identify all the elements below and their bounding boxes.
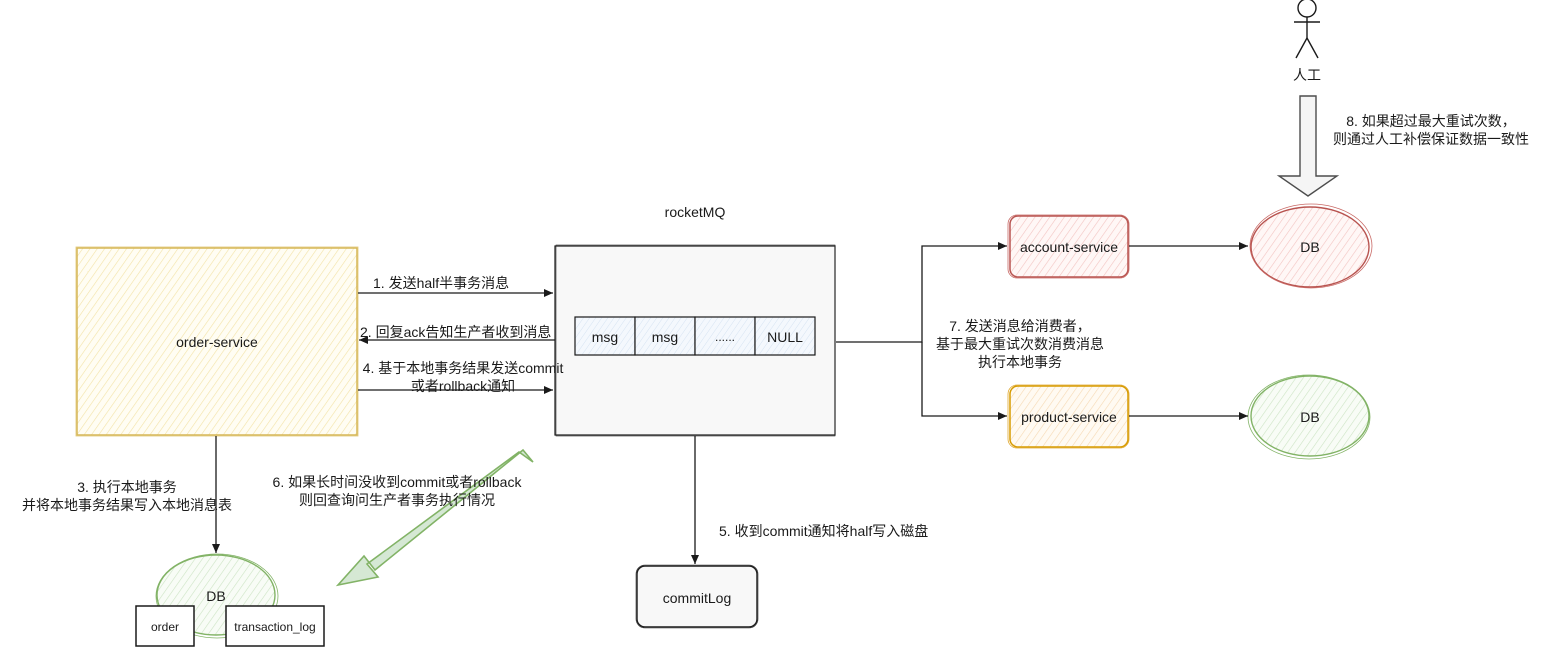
- check-back-arrow: [335, 448, 534, 587]
- connector-lines: [212, 242, 1248, 564]
- product-db-node[interactable]: [1247, 374, 1371, 460]
- arrow-to-product: [921, 342, 1007, 420]
- actor-label: 人工: [1293, 67, 1321, 83]
- step8-label: 8. 如果超过最大重试次数， 则通过人工补偿保证数据一致性: [1333, 113, 1529, 147]
- step3-label: 3. 执行本地事务 并将本地事务结果写入本地消息表: [22, 479, 232, 513]
- queue-cell-4: [754, 316, 816, 356]
- order-service-node[interactable]: [75, 246, 359, 437]
- account-db-label: DB: [1300, 239, 1320, 255]
- queue-cell-4-label: NULL: [767, 329, 803, 345]
- transaction-log-table-box[interactable]: [225, 605, 325, 647]
- manual-compensation-arrow: [1276, 95, 1340, 197]
- step4-label: 4. 基于本地事务结果发送commit 或者rollback通知: [362, 360, 564, 394]
- commitlog-label: commitLog: [662, 590, 732, 606]
- arrow-to-account: [836, 242, 1007, 343]
- queue-cell-2: [634, 316, 696, 356]
- message-queue: [574, 316, 816, 356]
- commitlog-node[interactable]: [635, 564, 759, 629]
- order-table-label: order: [150, 620, 179, 634]
- product-db-label: DB: [1300, 409, 1320, 425]
- order-db-label: DB: [206, 588, 226, 604]
- step2-label: 2. 回复ack告知生产者收到消息: [360, 324, 552, 340]
- queue-cell-1: [574, 316, 636, 356]
- order-service-label: order-service: [176, 334, 258, 350]
- step1-label: 1. 发送half半事务消息: [373, 275, 510, 291]
- account-service-label: account-service: [1019, 239, 1119, 255]
- queue-cell-3: [694, 316, 756, 356]
- order-table-box[interactable]: [135, 605, 195, 647]
- product-service-label: product-service: [1021, 409, 1117, 425]
- step5-label: 5. 收到commit通知将half写入磁盘: [719, 523, 929, 539]
- step6-label: 6. 如果长时间没收到commit或者rollback 则回查询问生产者事务执行…: [272, 474, 522, 508]
- queue-cell-2-label: msg: [651, 329, 679, 345]
- transaction-log-table-label: transaction_log: [234, 620, 316, 634]
- account-db-node[interactable]: [1249, 203, 1373, 289]
- queue-cell-1-label: msg: [591, 329, 619, 345]
- rocketmq-title: rocketMQ: [664, 204, 726, 220]
- actor-figure: [1294, 0, 1320, 59]
- step7-label: 7. 发送消息给消费者， 基于最大重试次数消费消息 执行本地事务: [936, 318, 1104, 370]
- queue-cell-3-label: ......: [714, 330, 735, 344]
